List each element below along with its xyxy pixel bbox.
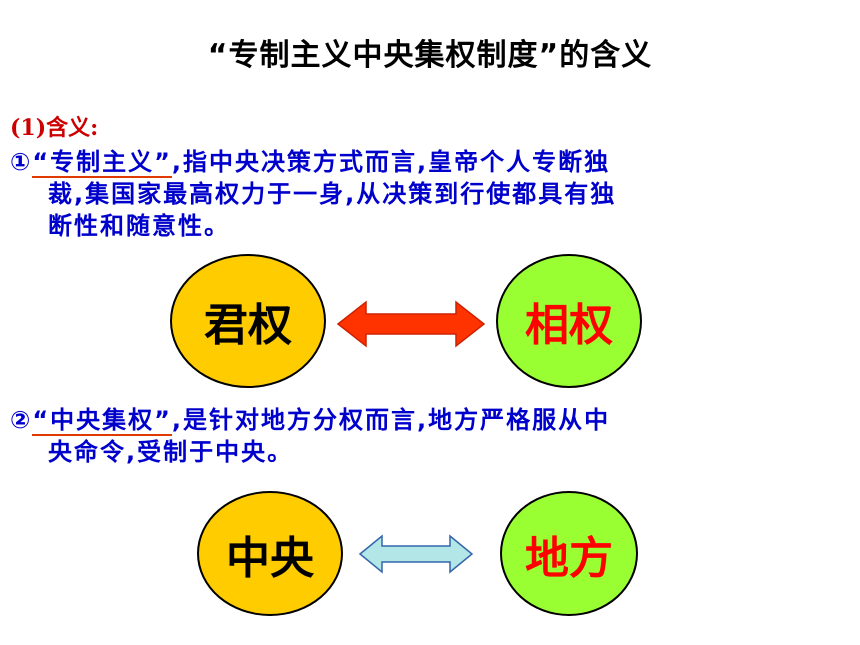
point-2-text-first: ,是针对地方分权而言,地方严格服从中: [171, 406, 611, 434]
point-2-text-cont1: 央命令,受制于中央。: [48, 438, 294, 466]
local-ellipse: 地方: [500, 491, 638, 616]
point-1-text-first: ,指中央决策方式而言,皇帝个人专断独: [171, 148, 611, 176]
chancellor-power-label: 相权: [525, 300, 613, 351]
central-ellipse: 中央: [197, 491, 343, 616]
point-2-marker: ②: [10, 406, 33, 434]
local-label: 地方: [525, 532, 613, 584]
point-1-text-cont1: 裁,集国家最高权力于一身,从决策到行使都具有独: [48, 180, 617, 208]
central-label: 中央: [226, 532, 314, 584]
point-1-paragraph: ①“专制主义”,指中央决策方式而言,皇帝个人专断独 裁,集国家最高权力于一身,从…: [10, 146, 840, 242]
slide-title: “专制主义中央集权制度”的含义: [207, 38, 653, 73]
double-arrow-light-icon: [358, 534, 474, 574]
point-1-text-cont2: 断性和随意性。: [48, 212, 230, 240]
monarch-power-ellipse: 君权: [170, 254, 326, 388]
monarch-power-label: 君权: [204, 300, 292, 351]
double-arrow-icon: [336, 300, 486, 348]
point-2-paragraph: ②“中央集权”,是针对地方分权而言,地方严格服从中 央命令,受制于中央。: [10, 404, 840, 468]
point-2-term: “中央集权”: [32, 406, 172, 436]
point-1-term: “专制主义”: [32, 148, 172, 178]
point-1-marker: ①: [10, 148, 33, 176]
chancellor-power-ellipse: 相权: [496, 254, 642, 388]
section-label: (1)含义:: [10, 115, 99, 141]
